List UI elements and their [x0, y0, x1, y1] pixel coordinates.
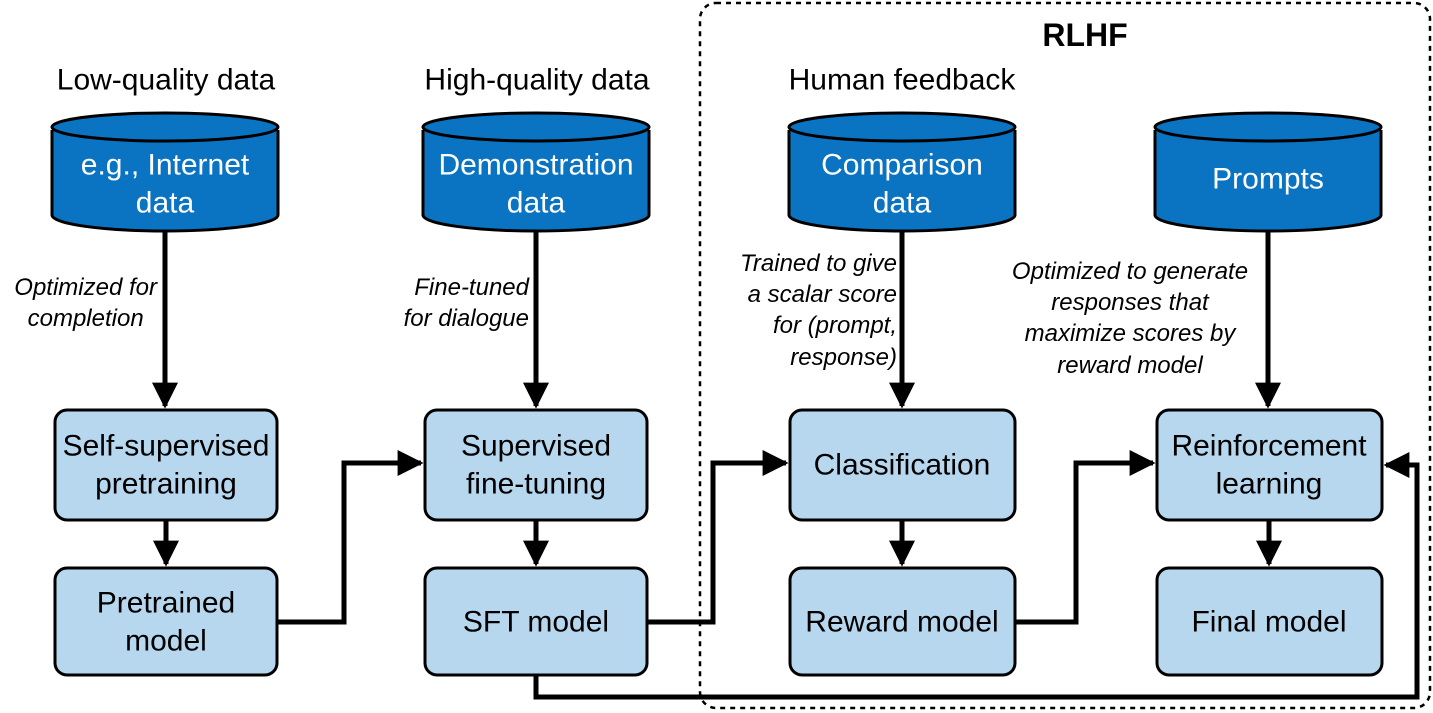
pretrained-model-box	[53, 566, 279, 677]
arrow-sft-model-to-rl-loop	[533, 452, 1420, 700]
arrow-reward-model-to-rl	[1015, 450, 1156, 625]
reward-model-box	[788, 566, 1017, 677]
comparison-data-cylinder	[787, 111, 1017, 233]
arrow-sft-model-to-classification	[647, 450, 789, 625]
internet-data-cylinder	[50, 111, 280, 233]
self-supervised-pretraining-box	[53, 408, 279, 522]
demonstration-data-cylinder	[421, 111, 651, 233]
reinforcement-learning-box	[1155, 408, 1384, 522]
rlhf-region-border	[698, 1, 1432, 710]
sft-model-box	[423, 566, 649, 677]
arrow-pretrained-model-to-finetuning	[277, 450, 424, 625]
prompts-cylinder	[1153, 111, 1383, 233]
final-model-box	[1155, 566, 1384, 677]
classification-box	[788, 408, 1017, 522]
supervised-fine-tuning-box	[423, 408, 649, 522]
